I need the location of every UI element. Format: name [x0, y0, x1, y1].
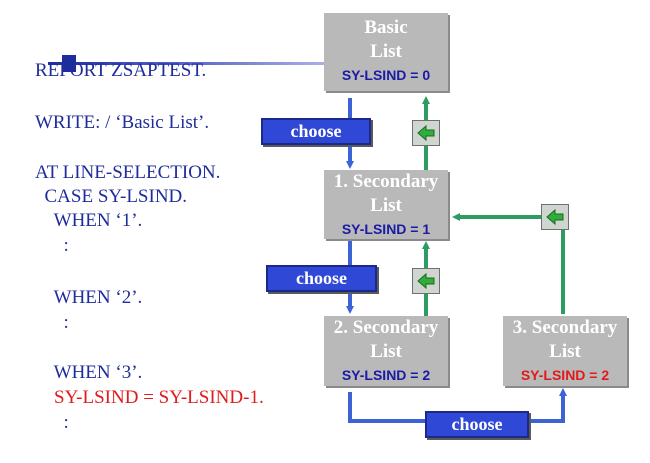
back-arrow-icon — [546, 208, 564, 226]
title-underline — [48, 62, 443, 65]
back-button-sec3[interactable] — [541, 204, 569, 230]
code-line-when-3: WHEN ‘3’. — [35, 362, 143, 383]
back-button-sec2[interactable] — [412, 268, 440, 294]
back-arrow-icon — [417, 124, 435, 142]
secondary-list-1-box: 1. Secondary List SY-LSIND = 1 — [324, 170, 448, 239]
code-line-ellipsis-1: : — [35, 235, 69, 256]
choose-button-basic[interactable]: choose — [261, 118, 371, 145]
arrow-sec3-to-sec1 — [452, 213, 565, 314]
choose-button-secondary-1[interactable]: choose — [266, 265, 377, 292]
secondary-list-2-sy-lsind: SY-LSIND = 2 — [341, 367, 431, 383]
basic-list-box: Basic List SY-LSIND = 0 — [324, 13, 448, 91]
secondary-list-3-title-line1: 3. Secondary — [512, 317, 618, 338]
secondary-list-1-title-line2: List — [370, 195, 402, 216]
code-line-when-2: WHEN ‘2’. — [35, 287, 143, 308]
title-bullet — [62, 55, 76, 72]
secondary-list-2-title-line1: 2. Secondary — [333, 317, 439, 338]
secondary-list-2-box: 2. Secondary List SY-LSIND = 2 — [324, 316, 448, 386]
secondary-list-1-title-line1: 1. Secondary — [333, 171, 439, 192]
basic-list-sy-lsind: SY-LSIND = 0 — [341, 67, 431, 83]
basic-list-title-line2: List — [370, 41, 402, 62]
code-line-report: REPORT ZSAPTEST. — [35, 60, 207, 81]
code-line-write: WRITE: / ‘Basic List’. — [35, 112, 210, 133]
code-line-sy-lsind-assignment: SY-LSIND = SY-LSIND-1. — [35, 387, 264, 408]
secondary-list-3-title-line2: List — [549, 341, 581, 362]
choose-button-secondary-2[interactable]: choose — [425, 411, 529, 438]
code-line-when-1: WHEN ‘1’. — [35, 210, 143, 231]
basic-list-title-line1: Basic — [364, 17, 408, 38]
secondary-list-3-sy-lsind: SY-LSIND = 2 — [520, 367, 610, 383]
code-line-at-line-selection: AT LINE-SELECTION. — [35, 162, 221, 183]
back-button-sec1[interactable] — [412, 120, 440, 146]
code-line-ellipsis-2: : — [35, 312, 69, 333]
secondary-list-2-title-line2: List — [370, 341, 402, 362]
secondary-list-1-sy-lsind: SY-LSIND = 1 — [341, 221, 431, 237]
code-line-case: CASE SY-LSIND. — [35, 186, 188, 207]
back-arrow-icon — [417, 272, 435, 290]
secondary-list-3-box: 3. Secondary List SY-LSIND = 2 — [503, 316, 627, 386]
code-line-ellipsis-3: : — [35, 412, 69, 433]
